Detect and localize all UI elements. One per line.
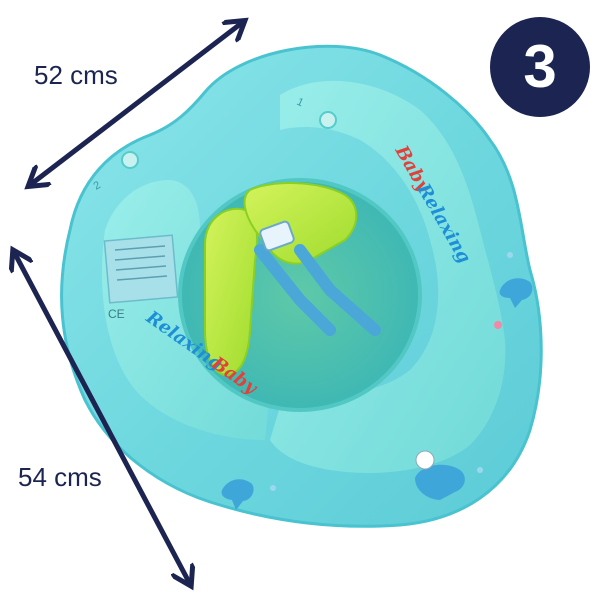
width-double-arrow-icon bbox=[30, 22, 243, 185]
label-patch-icon bbox=[103, 234, 179, 304]
ce-mark: CE bbox=[108, 307, 125, 321]
chamber-number-1: 1 bbox=[295, 96, 306, 109]
step-number-badge: 3 bbox=[490, 17, 590, 117]
step-number: 3 bbox=[523, 33, 557, 100]
dolphin-icon bbox=[221, 278, 533, 510]
length-double-arrow-icon bbox=[14, 252, 190, 584]
length-dimension-label: 54 cms bbox=[18, 462, 102, 492]
width-dimension-label: 52 cms bbox=[34, 60, 118, 90]
bubbles-icon bbox=[270, 252, 513, 491]
seat-backrest bbox=[204, 182, 381, 377]
